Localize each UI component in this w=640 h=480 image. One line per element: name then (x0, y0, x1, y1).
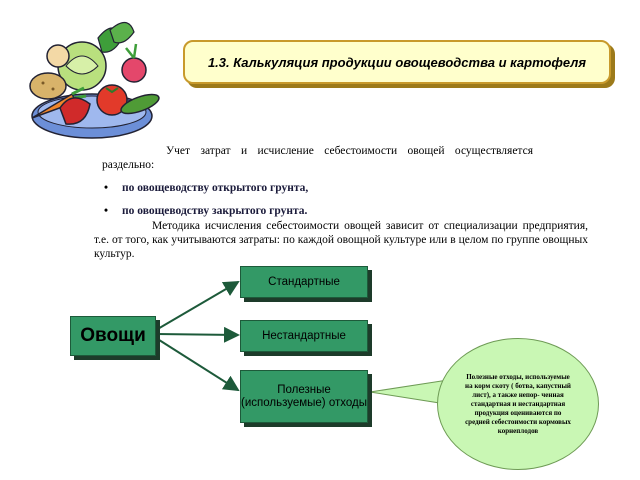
category-label: Стандартные (268, 276, 340, 288)
bullet-text: по овощеводству открытого грунта, (122, 182, 309, 194)
arrow-to-nonstandard (155, 326, 240, 343)
arrow-to-standard (155, 280, 240, 331)
bullet-marker: • (104, 182, 109, 194)
title-banner: 1.3. Калькуляция продукции овощеводства … (183, 40, 611, 84)
bullet-marker: • (104, 205, 109, 217)
arrow-to-waste (155, 337, 240, 392)
category-box-useful-waste: Полезные (используемые) отходы (240, 370, 368, 423)
category-box-standard: Стандартные (240, 266, 368, 298)
category-label: Нестандартные (262, 330, 346, 342)
intro-paragraph: Учет затрат и исчисление себестоимости о… (102, 145, 533, 171)
bullet-text: по овощеводству закрытого грунта. (122, 205, 308, 217)
bullet-open-ground: • по овощеводству открытого грунта, (104, 182, 308, 194)
callout-text: Полезные отходы, используемые на корм ск… (465, 372, 571, 435)
page-title: 1.3. Калькуляция продукции овощеводства … (207, 54, 587, 70)
callout-useful-waste-note: Полезные отходы, используемые на корм ск… (437, 338, 599, 470)
category-box-nonstandard: Нестандартные (240, 320, 368, 352)
bullet-closed-ground: • по овощеводству закрытого грунта. (104, 205, 307, 217)
category-label: Полезные (используемые) отходы (241, 383, 367, 409)
vegetables-illustration (29, 21, 160, 139)
root-label: Овощи (80, 325, 146, 346)
root-box-vegetables: Овощи (70, 316, 156, 356)
method-paragraph: Методика исчисления себестоимости овощей… (94, 220, 588, 260)
